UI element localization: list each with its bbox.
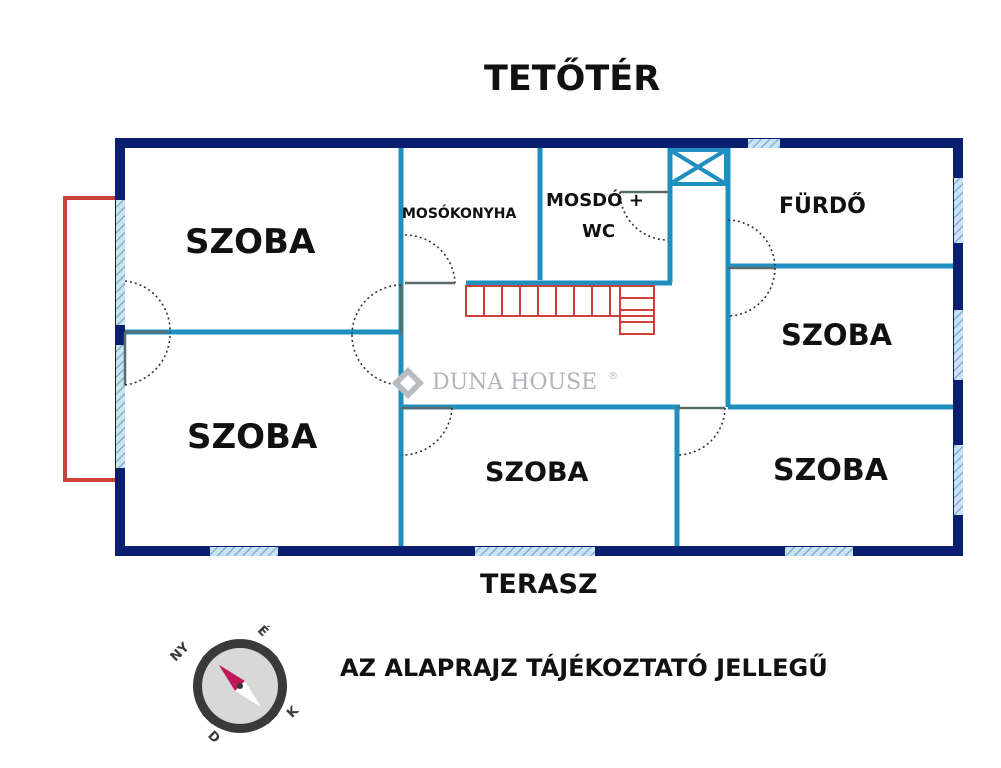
window-top <box>748 139 780 148</box>
window-left-upper <box>116 200 125 325</box>
staircase <box>465 285 655 335</box>
room-label-utility: MOSÓKONYHA <box>402 206 517 222</box>
inner-walls <box>125 148 953 546</box>
window-bottom-left <box>210 547 278 556</box>
watermark-registered-mark: ® <box>608 371 618 382</box>
chimney-shaft <box>668 148 728 186</box>
room-label-bottom-right: SZOBA <box>773 453 888 488</box>
room-label-bottom-center: SZOBA <box>485 457 589 488</box>
window-right-1 <box>954 178 963 243</box>
watermark-logo-icon <box>392 367 424 399</box>
compass-icon <box>193 639 287 733</box>
page-title: TETŐTÉR <box>484 59 661 99</box>
room-label-bottom-left: SZOBA <box>187 417 318 457</box>
room-label-top-left: SZOBA <box>185 222 316 262</box>
balcony-outline <box>63 196 120 482</box>
watermark-text: DUNA HOUSE <box>432 370 598 395</box>
window-left-lower <box>116 345 125 468</box>
disclaimer-text: AZ ALAPRAJZ TÁJÉKOZTATÓ JELLEGŰ <box>340 654 828 682</box>
terrace-label: TERASZ <box>480 569 598 600</box>
room-label-bathroom: FÜRDŐ <box>779 194 866 219</box>
window-right-3 <box>954 445 963 515</box>
room-label-washroom: MOSDÓ + <box>546 190 644 211</box>
room-label-right-middle: SZOBA <box>781 318 893 352</box>
window-bottom-center <box>475 547 595 556</box>
doors <box>123 190 776 456</box>
window-bottom-right <box>785 547 853 556</box>
room-label-washroom-wc: WC <box>582 221 616 242</box>
window-right-2 <box>954 310 963 380</box>
